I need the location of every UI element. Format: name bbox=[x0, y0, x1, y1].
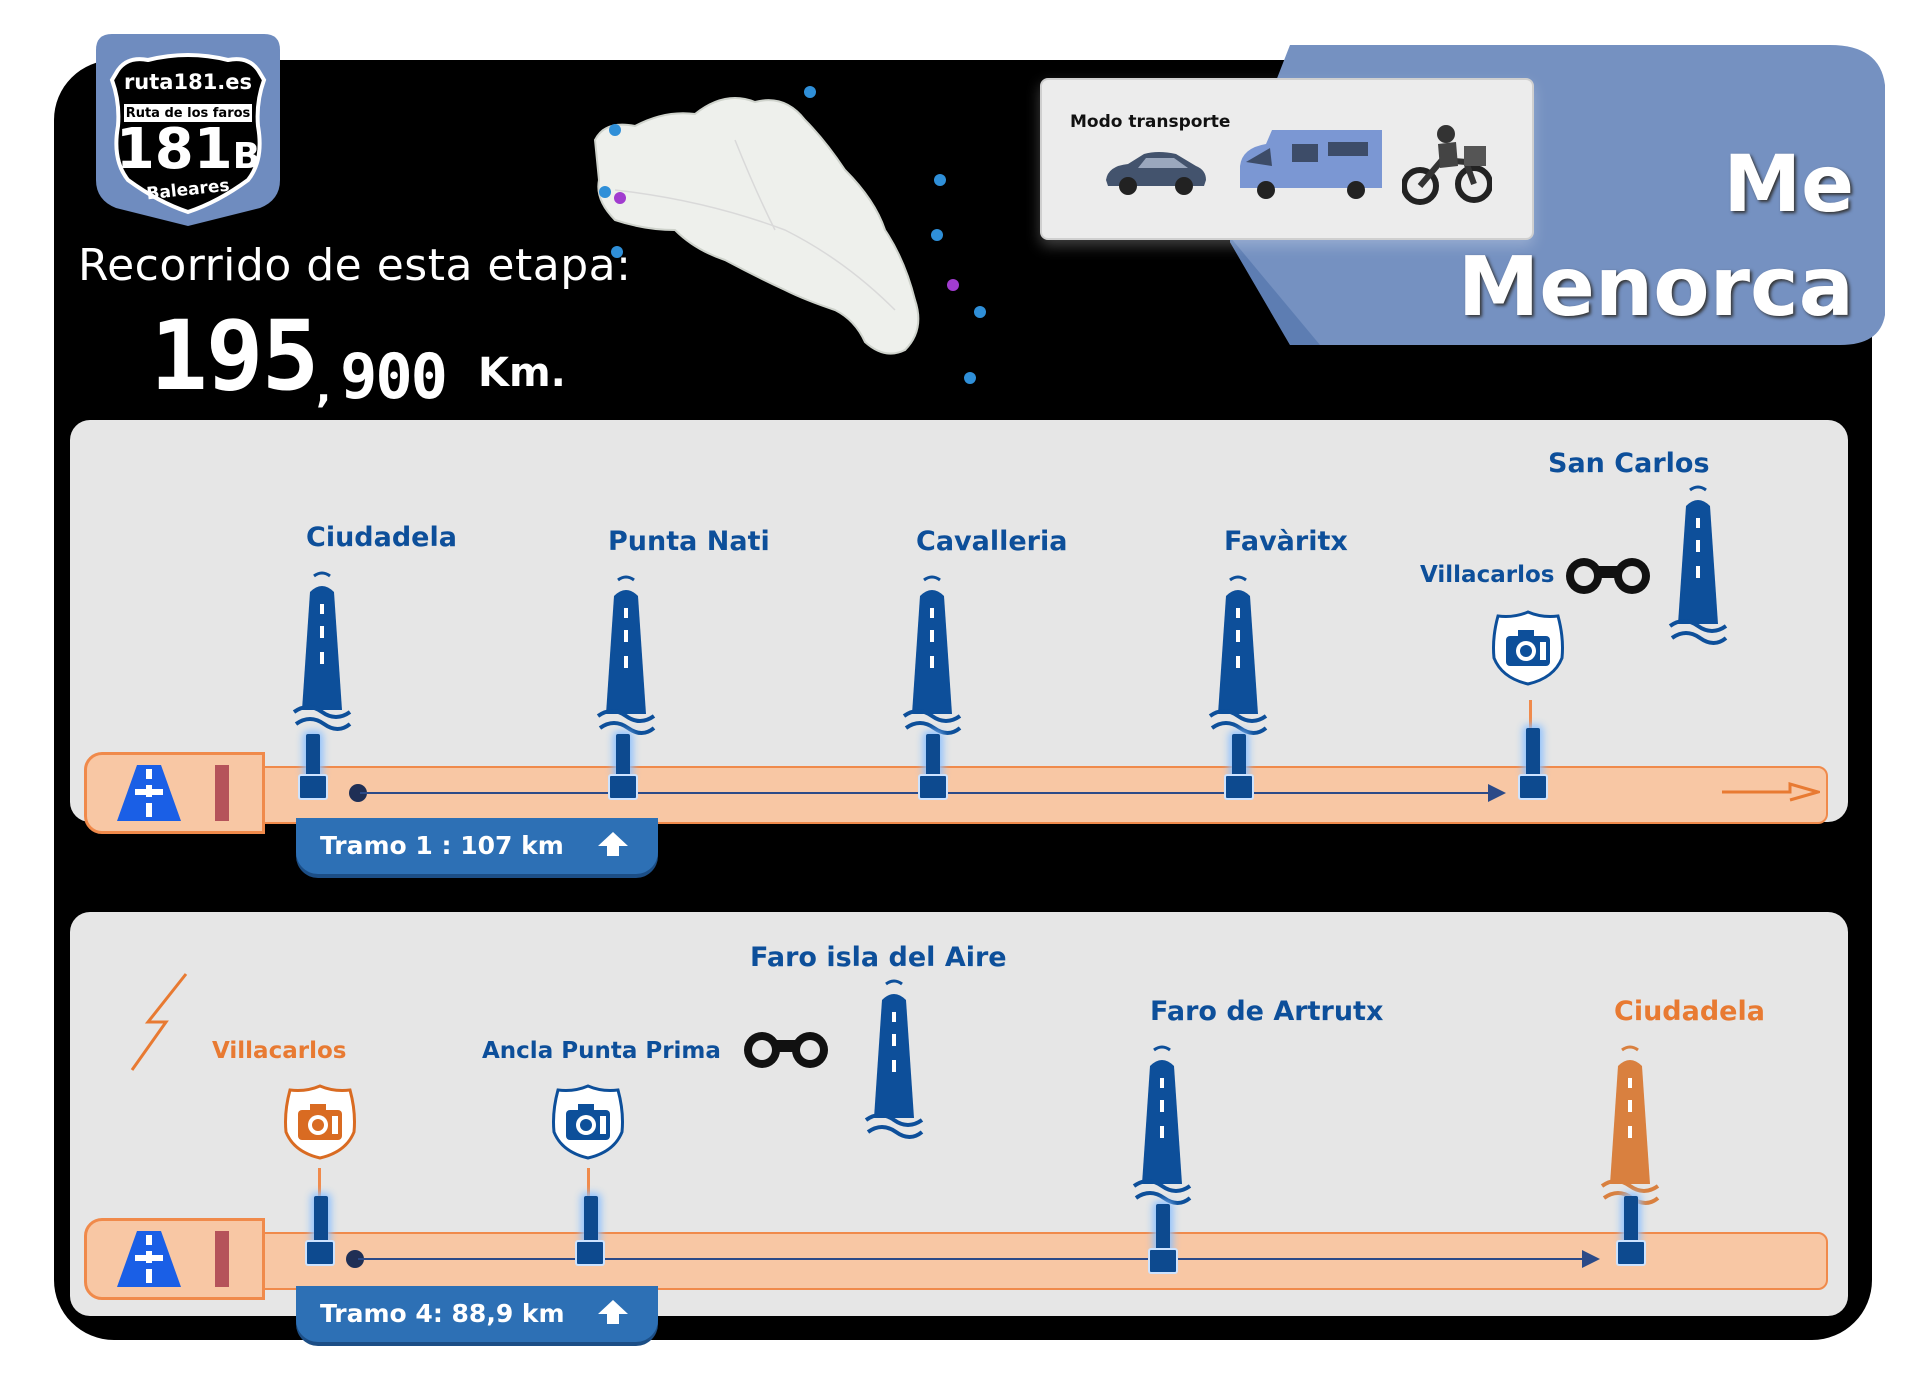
lighthouse-icon[interactable] bbox=[1208, 574, 1268, 739]
lighthouse-icon[interactable] bbox=[292, 570, 352, 735]
stop-label-favaritx: Favàritx bbox=[1224, 526, 1348, 557]
camera-icon[interactable] bbox=[548, 1082, 628, 1162]
stop-marker-stem bbox=[616, 734, 630, 778]
camera-icon[interactable] bbox=[1488, 608, 1568, 688]
transport-mode-box: Modo transporte bbox=[1040, 78, 1534, 240]
lighthouse-icon[interactable] bbox=[596, 574, 656, 739]
highway-flag bbox=[215, 1231, 229, 1287]
stop-marker-stem bbox=[1624, 1196, 1638, 1242]
island-title-abbrev: Me bbox=[1723, 140, 1854, 230]
stop-connector-line bbox=[318, 1168, 321, 1196]
lighthouse-icon[interactable] bbox=[1668, 484, 1728, 649]
stop-label-faro-de-artrutx: Faro de Artrutx bbox=[1150, 996, 1384, 1027]
tramo1-start-dot bbox=[349, 784, 367, 802]
tramo4-tab[interactable]: Tramo 4: 88,9 km bbox=[296, 1286, 658, 1342]
highway-icon bbox=[107, 1231, 191, 1287]
stop-label-villacarlos-orange: Villacarlos bbox=[212, 1038, 347, 1064]
stop-marker[interactable] bbox=[298, 774, 328, 800]
tramo4-arrow-head bbox=[1582, 1250, 1600, 1268]
campervan-icon[interactable] bbox=[1232, 126, 1387, 200]
island-title: Menorca bbox=[1457, 240, 1854, 335]
stop-marker[interactable] bbox=[1224, 774, 1254, 800]
stop-label-ciudadela-orange: Ciudadela bbox=[1614, 996, 1765, 1027]
decimal-separator: , bbox=[316, 366, 332, 412]
stop-label-punta-nati: Punta Nati bbox=[608, 526, 770, 557]
stop-marker-stem bbox=[1526, 728, 1540, 776]
km-decimal: 900 bbox=[340, 340, 448, 413]
stop-marker[interactable] bbox=[608, 774, 638, 800]
up-arrow-icon bbox=[596, 830, 630, 858]
logo-subtitle: Ruta de los faros bbox=[125, 106, 251, 121]
tramo1-highway-box bbox=[84, 752, 265, 834]
ruta181-logo: ruta181.es Ruta de los faros 181B Balear… bbox=[88, 30, 288, 230]
tramo4-highway-box bbox=[84, 1218, 265, 1300]
stop-marker[interactable] bbox=[575, 1240, 605, 1266]
binoculars-icon bbox=[738, 1024, 834, 1072]
highway-icon bbox=[107, 765, 191, 821]
stop-connector-line bbox=[587, 1168, 590, 1196]
stop-label-ancla-punta-prima: Ancla Punta Prima bbox=[482, 1038, 721, 1064]
stop-label-cavalleria: Cavalleria bbox=[916, 526, 1068, 557]
stop-connector-line bbox=[1529, 700, 1532, 730]
lightning-icon bbox=[126, 972, 196, 1072]
logo-number: 181 bbox=[115, 117, 233, 182]
logo-letter: B bbox=[232, 136, 261, 177]
stop-marker-stem bbox=[1232, 734, 1246, 778]
tramo4-arrow-line bbox=[358, 1258, 1584, 1260]
lighthouse-icon[interactable] bbox=[864, 978, 924, 1143]
camera-icon[interactable] bbox=[280, 1082, 360, 1162]
lighthouse-icon[interactable] bbox=[1132, 1044, 1192, 1209]
tramo1-return-arrow-icon bbox=[1720, 780, 1824, 804]
highway-flag bbox=[215, 765, 229, 821]
up-arrow-icon bbox=[596, 1298, 630, 1326]
tramo1-arrow-head bbox=[1488, 784, 1506, 802]
transport-label: Modo transporte bbox=[1070, 112, 1231, 132]
stop-marker-stem bbox=[306, 734, 320, 778]
logo-site: ruta181.es bbox=[123, 70, 253, 94]
stop-marker-stem bbox=[1156, 1204, 1170, 1252]
stop-marker[interactable] bbox=[918, 774, 948, 800]
tramo4-start-dot bbox=[346, 1250, 364, 1268]
stop-marker[interactable] bbox=[1518, 774, 1548, 800]
stop-label-faro-isla-del-aire: Faro isla del Aire bbox=[750, 942, 1007, 973]
lighthouse-icon[interactable] bbox=[902, 574, 962, 739]
stop-marker[interactable] bbox=[305, 1240, 335, 1266]
stop-label-ciudadela: Ciudadela bbox=[306, 522, 457, 553]
car-icon[interactable] bbox=[1100, 146, 1210, 196]
stop-marker-stem bbox=[926, 734, 940, 778]
stop-marker-stem bbox=[314, 1196, 328, 1242]
stop-label-san-carlos: San Carlos bbox=[1548, 448, 1710, 479]
tramo1-label: Tramo 1 : 107 km bbox=[320, 831, 564, 860]
stop-marker[interactable] bbox=[1616, 1240, 1646, 1266]
tramo1-tab[interactable]: Tramo 1 : 107 km bbox=[296, 818, 658, 874]
km-unit: Km. bbox=[478, 350, 566, 396]
stop-marker[interactable] bbox=[1148, 1248, 1178, 1274]
stop-marker-stem bbox=[584, 1196, 598, 1242]
menorca-map[interactable] bbox=[585, 80, 1015, 390]
tramo4-track bbox=[222, 1232, 1828, 1290]
km-integer: 195 bbox=[150, 300, 319, 412]
lighthouse-orange-icon[interactable] bbox=[1600, 1044, 1660, 1209]
binoculars-icon bbox=[1560, 550, 1656, 598]
recorrido-label: Recorrido de esta etapa: bbox=[78, 240, 632, 291]
stop-label-villacarlos: Villacarlos bbox=[1420, 562, 1555, 588]
tramo4-label: Tramo 4: 88,9 km bbox=[320, 1299, 565, 1328]
motorcycle-icon[interactable] bbox=[1401, 120, 1493, 206]
tramo1-track bbox=[222, 766, 1828, 824]
